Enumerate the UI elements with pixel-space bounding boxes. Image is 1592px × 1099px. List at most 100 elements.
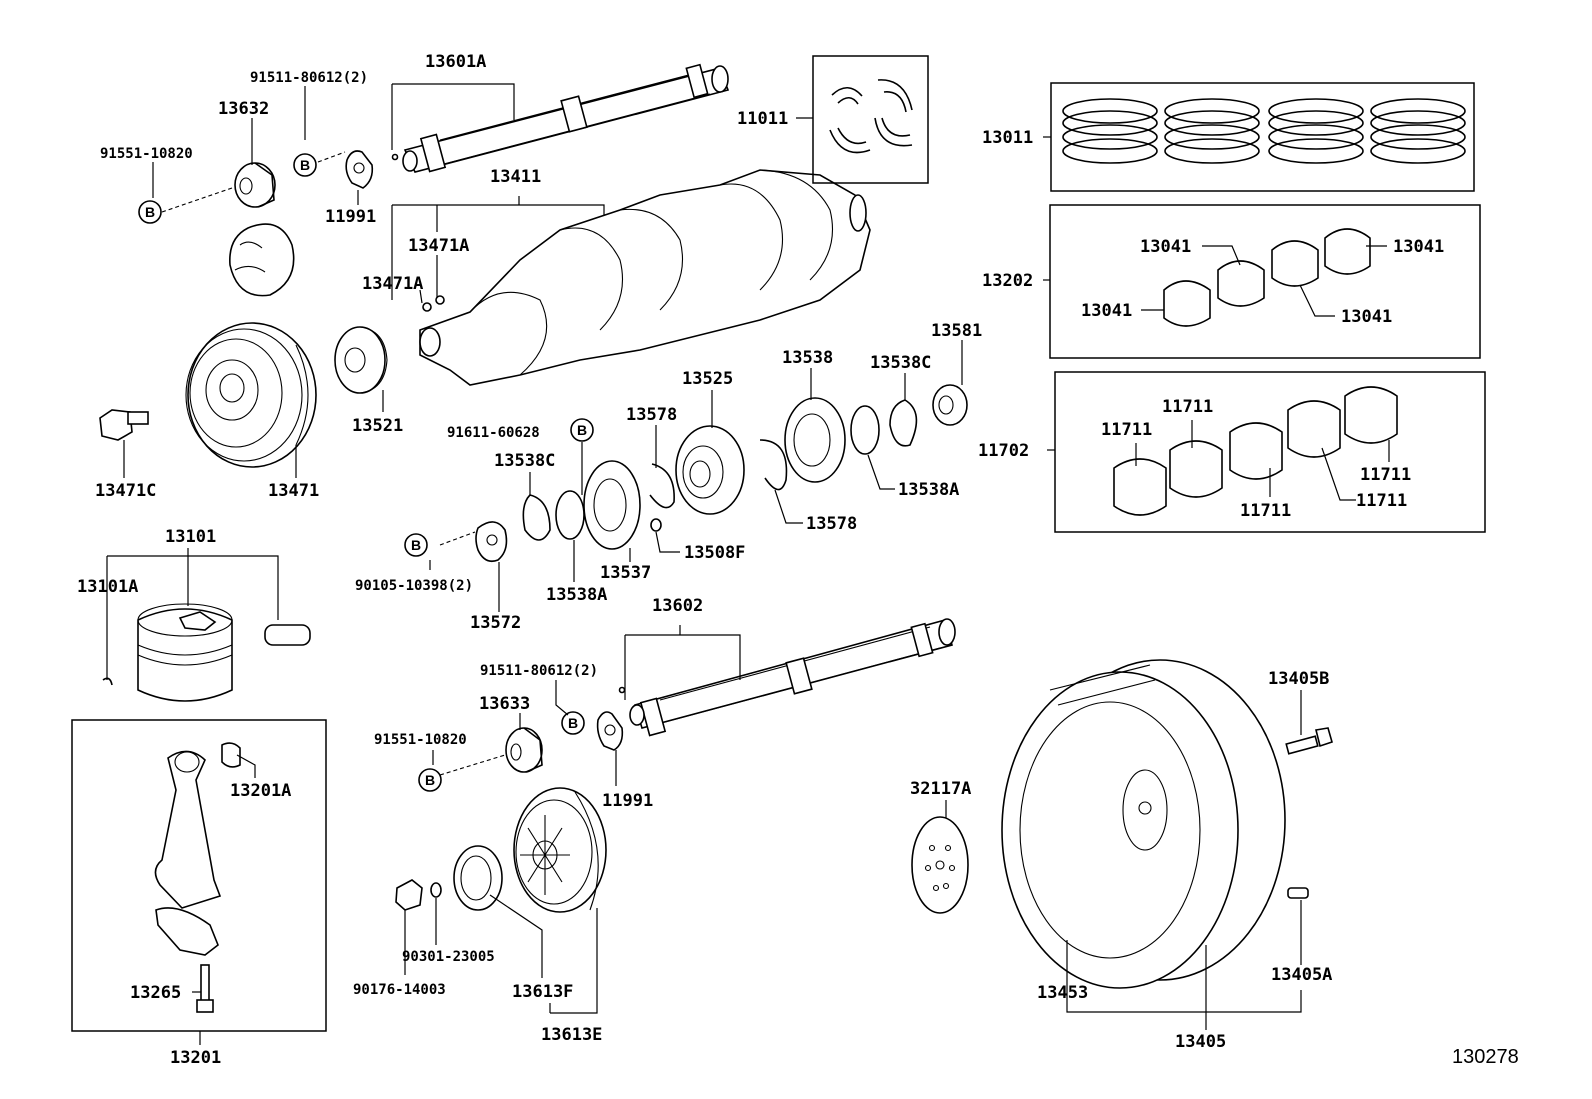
label-13041-b: 13041 bbox=[1393, 237, 1444, 257]
snap-ring-left bbox=[649, 463, 675, 509]
label-91551-bot: 91551-10820 bbox=[374, 732, 467, 748]
snap-ring-mid bbox=[759, 439, 788, 491]
label-13471A-b: 13471A bbox=[362, 274, 423, 294]
pulley-bolt-bottom bbox=[395, 879, 423, 911]
label-13405A: 13405A bbox=[1271, 965, 1332, 985]
label-13538C-left: 13538C bbox=[494, 451, 555, 471]
label-13633: 13633 bbox=[479, 694, 530, 714]
label-13041-d: 13041 bbox=[1341, 307, 1392, 327]
snap-ring-left2 bbox=[522, 494, 551, 541]
label-91611: 91611-60628 bbox=[447, 425, 540, 441]
label-13471C: 13471C bbox=[95, 481, 156, 501]
label-13101A: 13101A bbox=[77, 577, 138, 597]
ring-left bbox=[555, 490, 585, 540]
label-13405B: 13405B bbox=[1268, 669, 1329, 689]
flywheel-bolt bbox=[1285, 727, 1333, 755]
label-13601A: 13601A bbox=[425, 52, 486, 72]
label-13521: 13521 bbox=[352, 416, 403, 436]
leader-lines bbox=[106, 83, 1390, 1045]
thrust-plate bbox=[583, 460, 641, 550]
thrust-washer-box bbox=[812, 55, 929, 184]
label-13613E: 13613E bbox=[541, 1025, 602, 1045]
label-11711-b: 11711 bbox=[1162, 397, 1213, 417]
snap-ring-right bbox=[889, 399, 918, 447]
label-13201A: 13201A bbox=[230, 781, 291, 801]
label-90176: 90176-14003 bbox=[353, 982, 446, 998]
label-13202: 13202 bbox=[982, 271, 1033, 291]
label-13602: 13602 bbox=[652, 596, 703, 616]
main-bearing-box bbox=[1054, 371, 1486, 533]
label-90301: 90301-23005 bbox=[402, 949, 495, 965]
label-13538A-right: 13538A bbox=[898, 480, 959, 500]
label-13265: 13265 bbox=[130, 983, 181, 1003]
label-11711-c: 11711 bbox=[1360, 465, 1411, 485]
label-13632: 13632 bbox=[218, 99, 269, 119]
b-markers: B B B B B B bbox=[138, 153, 594, 792]
label-11991-bot: 11991 bbox=[602, 791, 653, 811]
label-13578-a: 13578 bbox=[626, 405, 677, 425]
timing-gear-top bbox=[229, 223, 295, 297]
label-13525: 13525 bbox=[682, 369, 733, 389]
oil-seal bbox=[453, 845, 503, 911]
label-32117A: 32117A bbox=[910, 779, 971, 799]
connecting-rod bbox=[154, 742, 241, 1013]
label-13201: 13201 bbox=[170, 1048, 221, 1068]
cam-gear-top bbox=[234, 162, 276, 208]
label-11991-top: 11991 bbox=[325, 207, 376, 227]
label-13453: 13453 bbox=[1037, 983, 1088, 1003]
b-marker: B bbox=[145, 204, 155, 220]
b-marker: B bbox=[411, 537, 421, 553]
label-13041-c: 13041 bbox=[1081, 301, 1132, 321]
label-13572: 13572 bbox=[470, 613, 521, 633]
label-11011: 11011 bbox=[737, 109, 788, 129]
camshaft-bottom bbox=[618, 618, 956, 737]
label-13537: 13537 bbox=[600, 563, 651, 583]
label-13011: 13011 bbox=[982, 128, 1033, 148]
label-11702: 11702 bbox=[978, 441, 1029, 461]
ring-right bbox=[850, 405, 880, 455]
label-13041-a: 13041 bbox=[1140, 237, 1191, 257]
label-90105: 90105-10398(2) bbox=[355, 578, 473, 594]
camshaft-washer-top bbox=[345, 150, 374, 189]
main-bearings bbox=[1113, 386, 1398, 516]
label-13101: 13101 bbox=[165, 527, 216, 547]
crankshaft-pulley bbox=[185, 322, 317, 468]
b-marker: B bbox=[568, 715, 578, 731]
pulley-bolt bbox=[99, 409, 149, 441]
timing-pulley bbox=[513, 787, 607, 913]
label-91511-top: 91511-80612(2) bbox=[250, 70, 368, 86]
label-13578-b: 13578 bbox=[806, 514, 857, 534]
label-91511-bot: 91511-80612(2) bbox=[480, 663, 598, 679]
label-13538A-left: 13538A bbox=[546, 585, 607, 605]
part-labels: 13601A 91511-80612(2) 13632 91551-10820 … bbox=[77, 52, 1519, 1068]
gear-plate bbox=[784, 397, 846, 483]
b-marker: B bbox=[577, 422, 587, 438]
label-13538C-right: 13538C bbox=[870, 353, 931, 373]
label-13471A-a: 13471A bbox=[408, 236, 469, 256]
camshaft-washer-bottom bbox=[596, 711, 624, 751]
thrust-washers bbox=[829, 79, 913, 154]
label-13411: 13411 bbox=[490, 167, 541, 187]
b-marker: B bbox=[425, 772, 435, 788]
b-marker: B bbox=[300, 157, 310, 173]
label-91551-top: 91551-10820 bbox=[100, 146, 193, 162]
conrod-box bbox=[71, 719, 327, 1032]
label-13613F: 13613F bbox=[512, 982, 573, 1002]
label-13538: 13538 bbox=[782, 348, 833, 368]
gear-pin bbox=[650, 518, 662, 532]
label-11711-d: 11711 bbox=[1240, 501, 1291, 521]
conrod-bearing-box bbox=[1049, 204, 1481, 359]
drive-plate bbox=[911, 816, 969, 914]
label-13508F: 13508F bbox=[684, 543, 745, 563]
crank-bushing bbox=[932, 384, 968, 426]
conrod-bearings bbox=[1163, 228, 1371, 327]
label-13405: 13405 bbox=[1175, 1032, 1226, 1052]
piston bbox=[102, 603, 311, 702]
flywheel bbox=[1001, 659, 1286, 989]
label-11711-e: 11711 bbox=[1356, 491, 1407, 511]
flywheel-pin bbox=[1287, 887, 1309, 899]
label-13471: 13471 bbox=[268, 481, 319, 501]
camshaft-top bbox=[391, 63, 730, 173]
label-13581: 13581 bbox=[931, 321, 982, 341]
